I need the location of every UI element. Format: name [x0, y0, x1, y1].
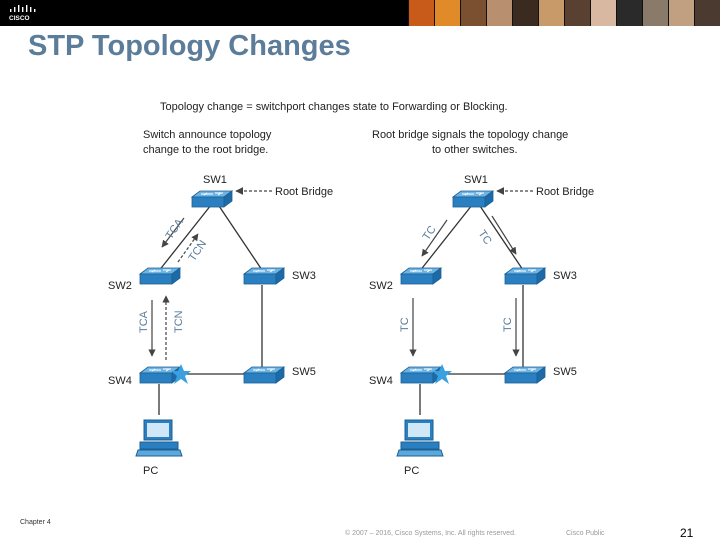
switch-sw1: [192, 191, 232, 207]
switch-sw5: [505, 367, 545, 383]
link-sw1-sw3: [215, 200, 262, 270]
sw1-label: SW1: [464, 174, 488, 186]
tc-label-upper-left: TC: [421, 224, 439, 243]
tc-label-lower-left: TC: [399, 317, 411, 332]
tcn-label-lower: TCN: [173, 310, 185, 333]
root-bridge-label: Root Bridge: [275, 186, 333, 198]
pc-icon: [397, 420, 443, 456]
sw4-label: SW4: [108, 375, 132, 387]
sw4-label: SW4: [369, 375, 393, 387]
tcn-label-upper: TCN: [187, 238, 210, 263]
sw1-label: SW1: [203, 174, 227, 186]
pc-icon: [136, 420, 182, 456]
chapter-label: Chapter 4: [20, 519, 51, 526]
sw3-label: SW3: [292, 270, 316, 282]
pc-label: PC: [143, 465, 158, 477]
topology-note: Topology change = switchport changes sta…: [160, 101, 508, 113]
root-bridge-label: Root Bridge: [536, 186, 594, 198]
sw3-label: SW3: [553, 270, 577, 282]
right-caption-line2: to other switches.: [432, 144, 518, 156]
switch-sw3: [505, 268, 545, 284]
left-caption-line1: Switch announce topology: [143, 129, 272, 141]
switch-sw1: [453, 191, 493, 207]
switch-sw2: [401, 268, 441, 284]
switch-sw4: [140, 367, 180, 383]
tc-arrow-right: [492, 216, 516, 254]
tc-label-upper-right: TC: [476, 228, 494, 247]
classification: Cisco Public: [566, 530, 605, 537]
pc-label: PC: [404, 465, 419, 477]
left-caption-line2: change to the root bridge.: [143, 144, 268, 156]
switch-sw2: [140, 268, 180, 284]
left-panel: Switch announce topology change to the r…: [108, 129, 333, 477]
tca-label-lower: TCA: [138, 310, 150, 333]
sw2-label: SW2: [369, 280, 393, 292]
switch-sw5: [244, 367, 284, 383]
sw2-label: SW2: [108, 280, 132, 292]
page-number: 21: [680, 526, 693, 540]
sw5-label: SW5: [292, 366, 316, 378]
sw5-label: SW5: [553, 366, 577, 378]
right-panel: Root bridge signals the topology change …: [369, 129, 594, 477]
right-caption-line1: Root bridge signals the topology change: [372, 129, 568, 141]
tc-label-lower-right: TC: [502, 317, 514, 332]
switch-sw3: [244, 268, 284, 284]
copyright: © 2007 – 2016, Cisco Systems, Inc. All r…: [345, 530, 516, 537]
switch-sw4: [401, 367, 441, 383]
